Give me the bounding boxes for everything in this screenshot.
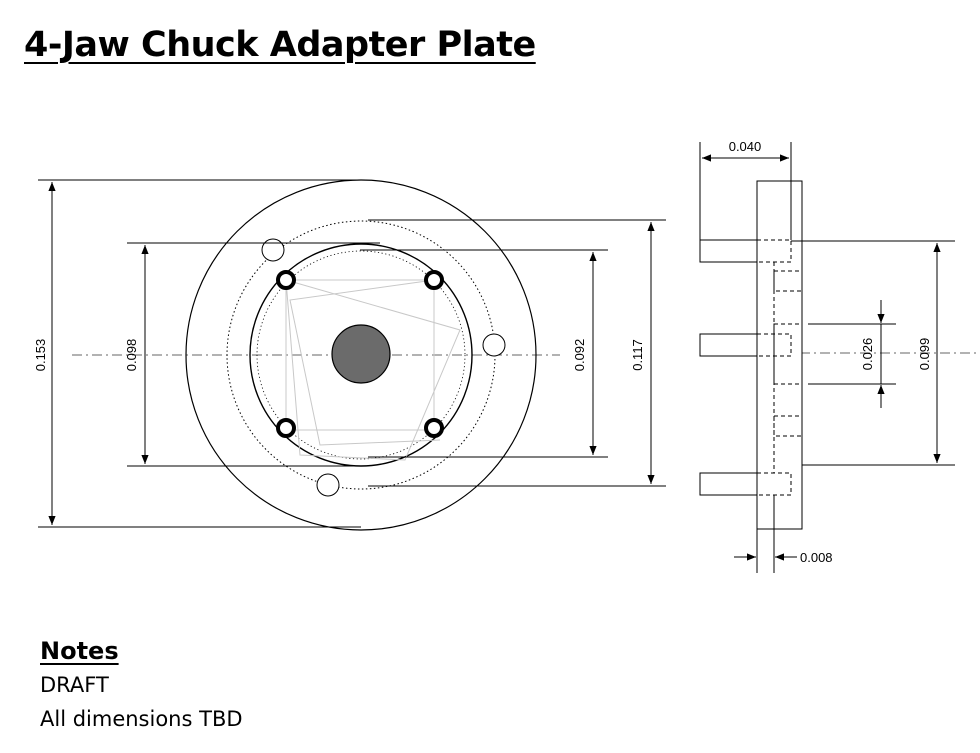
dim-label-bolt-circle: 0.092 — [572, 339, 587, 372]
center-bore — [331, 324, 391, 384]
notes-line-dimensions: All dimensions TBD — [40, 707, 243, 731]
pin-hole — [261, 238, 285, 262]
side-view: 0.040 0.099 0.026 0.008 — [699, 139, 978, 573]
notes-heading: Notes — [40, 637, 119, 665]
jaw-pin-middle — [699, 333, 758, 357]
page-title: 4-Jaw Chuck Adapter Plate — [24, 25, 536, 65]
mounting-hole-slots — [282, 278, 438, 432]
dim-label-inner-diameter: 0.098 — [124, 339, 139, 372]
mounting-hole-circle — [256, 250, 466, 460]
plate-side-body — [756, 180, 803, 530]
dim-label-side-thickness: 0.040 — [729, 139, 762, 154]
dim-label-outer-diameter: 0.153 — [33, 339, 48, 372]
pin-holes — [261, 238, 506, 497]
extension-lines — [38, 179, 666, 528]
jaw-pin-top — [699, 239, 758, 263]
dim-label-dotted-circle: 0.117 — [630, 339, 645, 371]
front-view: 0.153 0.098 0.092 0.117 — [33, 179, 666, 531]
pin-hole — [482, 333, 506, 357]
dim-label-boss-width: 0.026 — [860, 338, 875, 371]
mounting-holes — [276, 270, 444, 438]
notes-line-draft: DRAFT — [40, 673, 109, 697]
pin-hole — [316, 473, 340, 497]
hidden-lines — [756, 239, 803, 496]
notes-section: Notes DRAFT All dimensions TBD — [40, 634, 243, 736]
jaw-pin-bottom — [699, 472, 758, 496]
dim-label-pin-span: 0.099 — [917, 338, 932, 371]
dim-label-offset: 0.008 — [800, 550, 833, 565]
